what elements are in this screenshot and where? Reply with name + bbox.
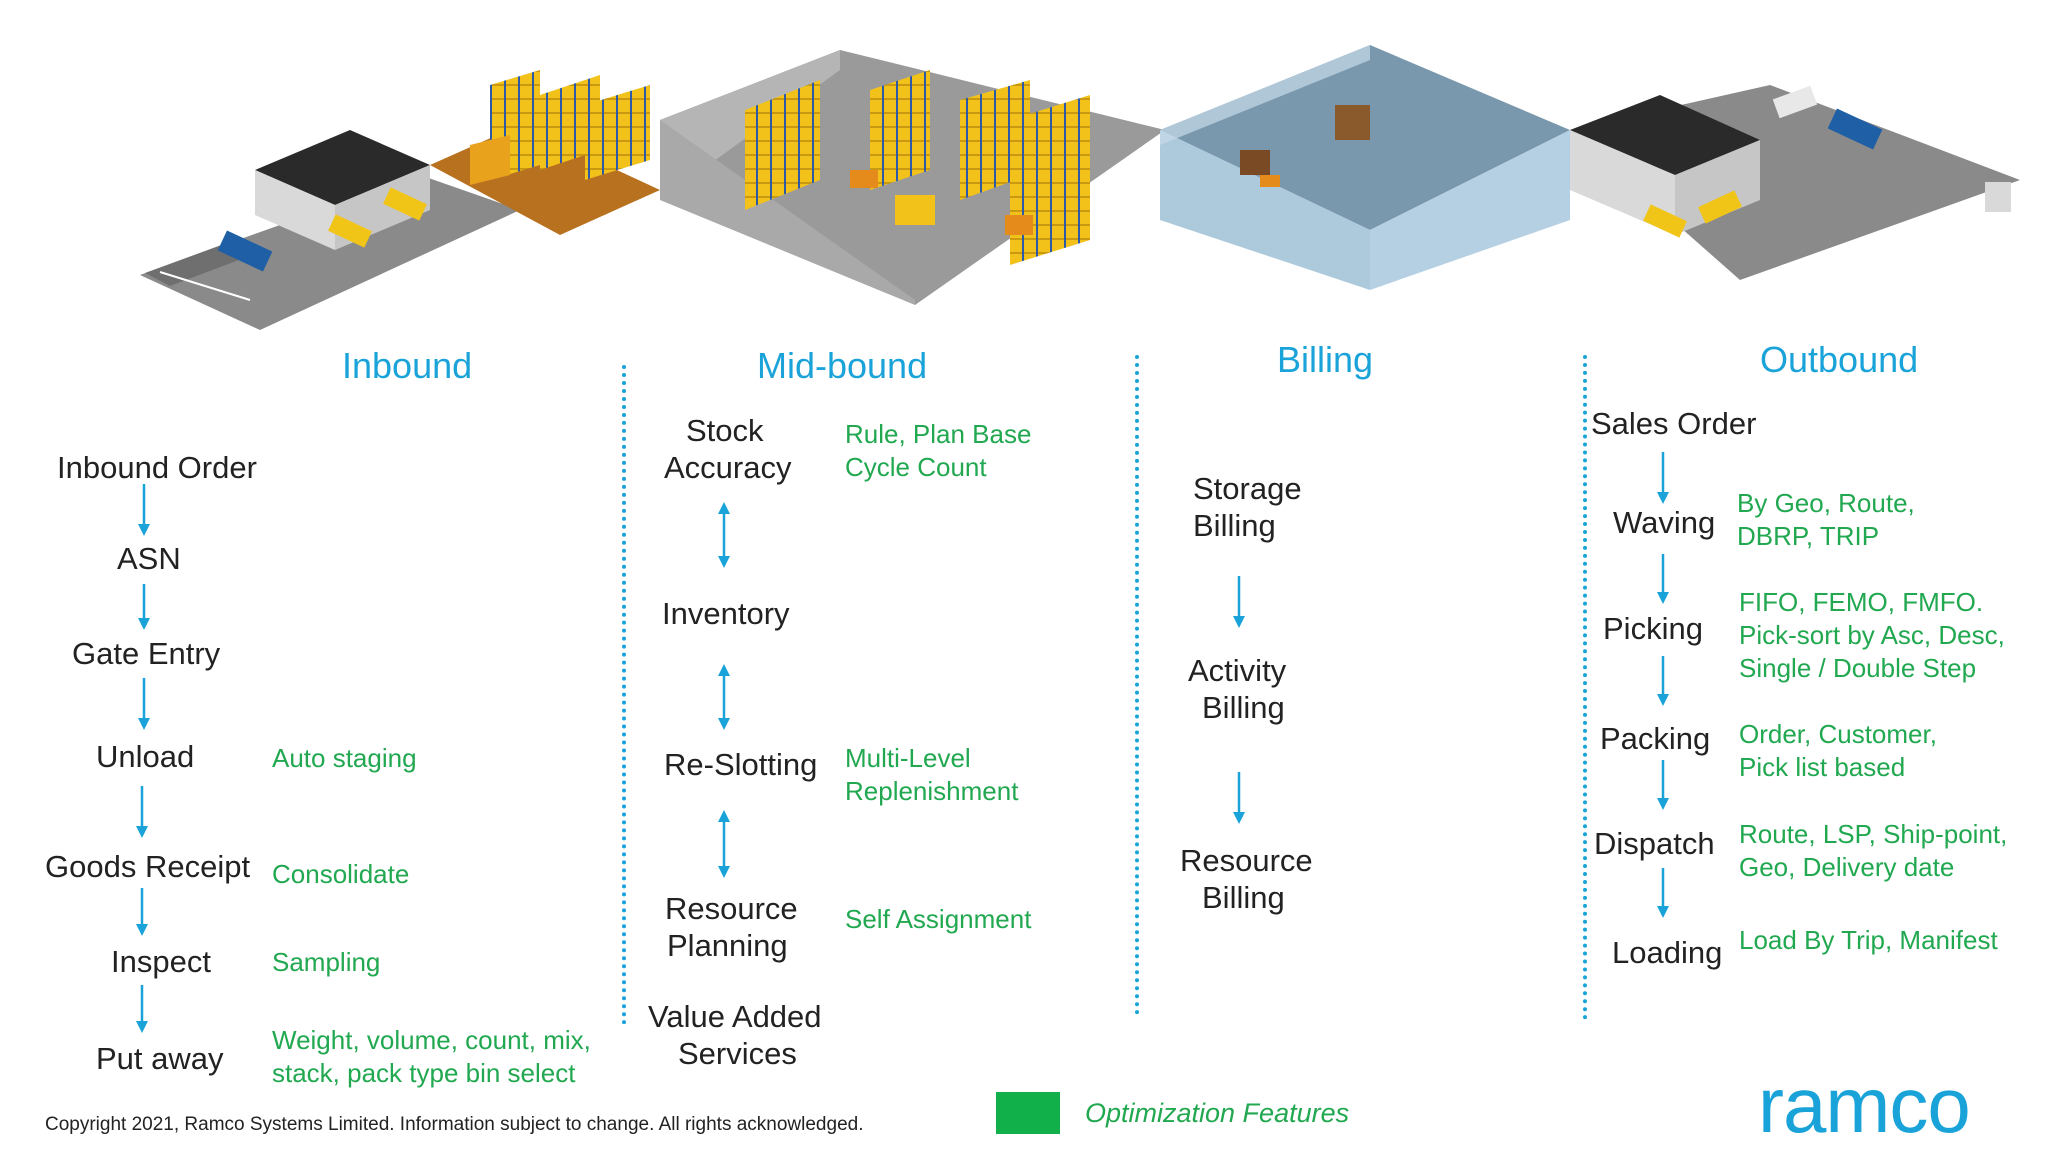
step-resource-planning-line-1: Resource	[665, 891, 798, 926]
arrow-down-icon	[136, 985, 148, 1033]
feature-replenishment: Replenishment	[845, 776, 1019, 806]
feature-sampling: Sampling	[272, 947, 381, 977]
feature-dbrp-trip: DBRP, TRIP	[1737, 521, 1880, 551]
arrow-bidirectional-icon	[718, 502, 730, 568]
arrow-bidirectional-icon	[718, 664, 730, 730]
step-stock-accuracy-line-1: Stock	[686, 413, 764, 448]
feature-consolidate: Consolidate	[272, 859, 410, 889]
step-storage-billing-line-2: Billing	[1193, 508, 1276, 543]
step-asn: ASN	[117, 541, 181, 576]
feature-cycle-count: Cycle Count	[845, 452, 987, 482]
feature-auto-staging: Auto staging	[272, 743, 417, 773]
midbound-title: Mid-bound	[757, 345, 928, 386]
arrow-down-icon	[136, 888, 148, 936]
feature-pick-list-based: Pick list based	[1739, 752, 1906, 782]
step-resource-billing-line-2: Billing	[1202, 880, 1285, 915]
arrow-down-icon	[1657, 452, 1669, 504]
billing-office-illustration	[1160, 45, 1570, 290]
step-goods-receipt: Goods Receipt	[45, 849, 251, 884]
feature-geo-delivery-date: Geo, Delivery date	[1739, 852, 1955, 882]
feature-order-customer: Order, Customer,	[1739, 719, 1937, 749]
step-activity-billing-line-1: Activity	[1188, 653, 1287, 688]
step-re-slotting: Re-Slotting	[664, 747, 818, 782]
step-inspect: Inspect	[111, 944, 211, 979]
step-resource-planning-line-2: Planning	[667, 928, 788, 963]
feature-pick-sort: Pick-sort by Asc, Desc,	[1739, 620, 2005, 650]
inbound-title: Inbound	[342, 345, 473, 386]
step-unload: Unload	[96, 739, 195, 774]
midbound-warehouse-illustration	[660, 50, 1165, 305]
arrow-down-icon	[138, 484, 150, 536]
billing-title: Billing	[1277, 339, 1374, 380]
step-activity-billing-line-2: Billing	[1202, 690, 1285, 725]
copyright-text: Copyright 2021, Ramco Systems Limited. I…	[45, 1114, 864, 1135]
divider-inbound-midbound	[622, 365, 626, 1025]
step-inbound-order: Inbound Order	[57, 450, 257, 485]
step-stock-accuracy-line-2: Accuracy	[664, 450, 792, 485]
outbound-title: Outbound	[1760, 339, 1919, 380]
step-waving: Waving	[1613, 505, 1716, 540]
feature-rule-plan-base: Rule, Plan Base	[845, 419, 1032, 449]
divider-billing-outbound	[1583, 355, 1587, 1020]
feature-fifo-femo-fmfo: FIFO, FEMO, FMFO.	[1739, 587, 1984, 617]
ramco-logo: ramco	[1758, 1061, 1971, 1149]
feature-put-away-line-2: stack, pack type bin select	[272, 1058, 576, 1088]
arrow-down-icon	[1657, 760, 1669, 810]
step-value-added-line-1: Value Added	[648, 999, 822, 1034]
feature-by-geo-route: By Geo, Route,	[1737, 488, 1915, 518]
arrow-down-icon	[1233, 576, 1245, 628]
feature-multi-level: Multi-Level	[845, 743, 971, 773]
step-resource-billing-line-1: Resource	[1180, 843, 1313, 878]
feature-self-assignment: Self Assignment	[845, 904, 1032, 934]
arrow-down-icon	[138, 584, 150, 630]
arrow-down-icon	[136, 786, 148, 838]
step-value-added-line-2: Services	[678, 1036, 797, 1071]
arrow-down-icon	[138, 678, 150, 730]
feature-put-away-line-1: Weight, volume, count, mix,	[272, 1025, 591, 1055]
step-gate-entry: Gate Entry	[72, 636, 221, 671]
step-picking: Picking	[1603, 611, 1703, 646]
step-put-away: Put away	[96, 1041, 224, 1076]
inbound-yard-illustration	[140, 70, 660, 330]
step-storage-billing-line-1: Storage	[1193, 471, 1302, 506]
divider-midbound-billing	[1135, 355, 1139, 1015]
warehouse-isometric-illustration	[140, 45, 2020, 330]
step-dispatch: Dispatch	[1594, 826, 1715, 861]
step-inventory: Inventory	[662, 596, 790, 631]
step-loading: Loading	[1612, 935, 1723, 970]
feature-load-by-trip: Load By Trip, Manifest	[1739, 925, 1998, 955]
step-sales-order: Sales Order	[1591, 406, 1757, 441]
feature-single-double-step: Single / Double Step	[1739, 653, 1977, 683]
arrow-down-icon	[1657, 868, 1669, 918]
arrow-down-icon	[1233, 772, 1245, 824]
arrow-bidirectional-icon	[718, 810, 730, 878]
legend-swatch	[996, 1092, 1060, 1134]
arrow-down-icon	[1657, 656, 1669, 706]
legend-label: Optimization Features	[1085, 1098, 1350, 1128]
step-packing: Packing	[1600, 721, 1711, 756]
feature-route-lsp-ship-point: Route, LSP, Ship-point,	[1739, 819, 2008, 849]
outbound-yard-illustration	[1570, 85, 2020, 280]
arrow-down-icon	[1657, 554, 1669, 604]
